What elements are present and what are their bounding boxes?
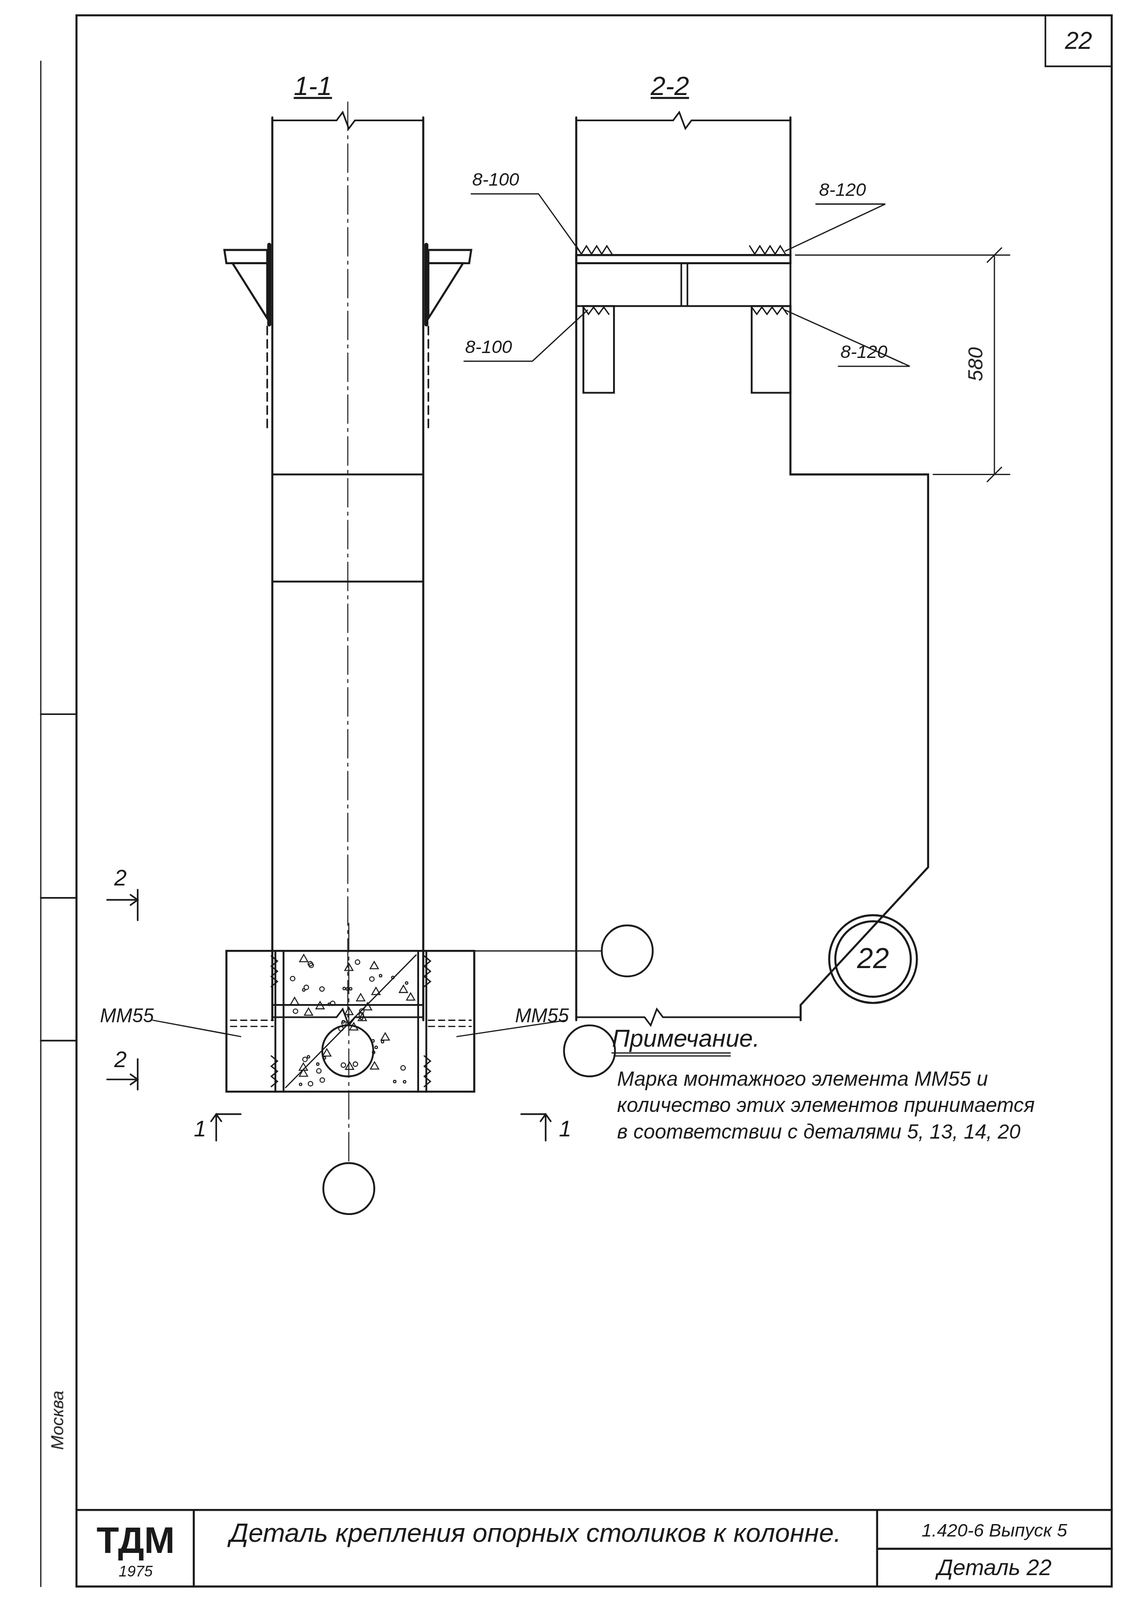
concrete-hatch	[344, 1007, 353, 1015]
margin-stamp: Москва	[48, 1388, 69, 1452]
concrete-hatch	[381, 1032, 390, 1040]
concrete-hatch	[353, 1061, 358, 1066]
dimension-value: 580	[964, 344, 988, 384]
concrete-hatch	[370, 1061, 379, 1069]
concrete-hatch	[346, 987, 349, 990]
section-marker: 2	[114, 864, 127, 891]
concrete-hatch	[299, 954, 308, 962]
node-text: 22	[1064, 26, 1093, 56]
sheet-number-box: 22	[1045, 15, 1112, 67]
element-mark: ММ55	[514, 1004, 569, 1027]
drawing-title: Деталь крепления опорных столиков к коло…	[203, 1515, 867, 1551]
concrete-hatch	[299, 1082, 302, 1086]
weld-label: 8-120	[840, 341, 888, 364]
note-heading: Примечание.	[611, 1024, 760, 1053]
concrete-hatch	[302, 1056, 308, 1062]
node-text: ТДМ	[96, 1518, 175, 1561]
node-text: 1975	[118, 1560, 153, 1579]
node-text: 1.420-6 Выпуск 5	[921, 1519, 1068, 1541]
concrete-hatch	[290, 997, 299, 1005]
concrete-hatch	[379, 973, 383, 977]
section-title: 1-1	[293, 71, 333, 103]
section-marker: 2	[114, 1046, 127, 1073]
concrete-hatch	[319, 986, 325, 991]
concrete-hatch	[322, 1048, 331, 1056]
concrete-hatch	[290, 976, 295, 981]
node-text: 22	[857, 942, 890, 976]
concrete-hatch	[320, 1077, 325, 1082]
concrete-hatch	[323, 1056, 326, 1059]
concrete-hatch	[293, 1008, 298, 1014]
concrete-hatch	[400, 1065, 406, 1070]
concrete-hatch	[406, 992, 415, 1000]
concrete-hatch	[304, 984, 309, 990]
section-title: 2-2	[650, 71, 689, 103]
concrete-hatch	[316, 1001, 325, 1009]
concrete-hatch	[330, 1000, 335, 1006]
weld-label: 8-100	[465, 336, 513, 358]
concrete-hatch	[355, 959, 360, 964]
concrete-hatch	[370, 961, 379, 969]
concrete-hatch	[345, 1061, 354, 1069]
concrete-hatch	[343, 986, 346, 990]
note-text: Марка монтажного элемента ММ55 и количес…	[617, 1064, 1046, 1145]
concrete-hatch	[316, 1062, 320, 1066]
detail-circle: 22	[827, 912, 919, 1005]
concrete-hatch	[369, 976, 375, 982]
concrete-hatch	[405, 981, 408, 985]
concrete-hatch	[372, 987, 380, 995]
title-block-cell: Деталь 22	[878, 1550, 1110, 1585]
concrete-hatch	[363, 1002, 372, 1010]
title-block-cell: ТДМ1975	[79, 1511, 192, 1585]
concrete-hatch	[349, 1022, 358, 1030]
concrete-hatch	[356, 993, 365, 1001]
concrete-hatch	[299, 1068, 308, 1076]
concrete-hatch	[359, 1012, 364, 1017]
concrete-hatch	[344, 962, 353, 970]
concrete-hatch	[316, 1068, 321, 1073]
concrete-hatch	[403, 1080, 407, 1083]
concrete-hatch	[381, 1040, 384, 1043]
title-block-cell: 1.420-6 Выпуск 5	[878, 1511, 1110, 1549]
section-marker: 1	[558, 1115, 572, 1142]
concrete-hatch	[338, 1025, 344, 1031]
concrete-hatch	[308, 1080, 313, 1086]
concrete-hatch	[349, 987, 353, 990]
concrete-hatch	[340, 1062, 346, 1067]
concrete-hatch	[360, 1017, 364, 1020]
concrete-hatch	[399, 985, 408, 993]
concrete-hatch	[341, 1020, 347, 1026]
element-mark: ММ55	[99, 1004, 154, 1027]
weld-label: 8-100	[472, 169, 520, 191]
concrete-hatch	[393, 1080, 396, 1083]
concrete-hatch	[342, 1020, 345, 1023]
section-1-1	[224, 102, 471, 1077]
concrete-hatch	[391, 975, 395, 979]
concrete-hatch	[372, 1050, 376, 1054]
node-text: Деталь 22	[937, 1554, 1052, 1581]
concrete-hatch	[304, 1007, 313, 1015]
concrete-hatch	[375, 1045, 378, 1049]
weld-label: 8-120	[819, 179, 867, 201]
concrete-hatch	[328, 1002, 331, 1006]
concrete-hatch	[308, 961, 313, 966]
concrete-hatch	[371, 1039, 375, 1042]
sheet-frame	[40, 15, 1112, 1586]
section-marker: 1	[193, 1115, 207, 1142]
concrete-hatch	[307, 1055, 310, 1058]
section-2-2	[463, 112, 1010, 1077]
